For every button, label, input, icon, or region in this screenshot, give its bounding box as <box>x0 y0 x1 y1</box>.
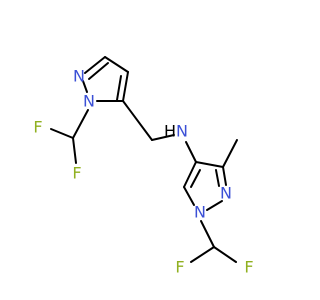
molecule-structure-canvas: N N F F N H N N F F <box>33 56 254 277</box>
atom-f-bottom-left: F <box>175 258 184 277</box>
bond-chf2-f-left-bottom <box>190 246 215 263</box>
atom-f-bottom-right: F <box>244 258 253 277</box>
bond-c3-n2-bottom-double <box>215 169 220 187</box>
bond-c3-n2-bottom <box>222 166 227 186</box>
atom-f-top-right: F <box>72 164 81 183</box>
atom-n-bottom-pyrazole-n1: N <box>194 203 206 222</box>
molecule-diagram: N N F F N H N N F F <box>33 56 254 277</box>
atom-n-top-pyrazole-n2: N <box>73 67 85 86</box>
bond-chf2-f-right-bottom <box>213 246 237 263</box>
bond-ch2-nh <box>151 134 175 141</box>
bond-chf2-f-left-top <box>50 128 74 139</box>
bond-c4-c5-top <box>122 71 129 102</box>
atom-labels: N N F F N H N N F F <box>33 67 253 277</box>
bond-n1-chf2-bottom <box>200 220 215 248</box>
atom-n-top-pyrazole-n1: N <box>83 92 95 111</box>
bond-n1-c5-bottom <box>183 186 195 206</box>
bond-n1-chf2-top <box>72 109 89 139</box>
bond-n2-c3-top-double <box>88 62 109 80</box>
bond-chf2-f-right-top <box>72 137 77 164</box>
bond-c5-c4-bottom <box>183 161 197 188</box>
bond-n1-n2-top <box>82 80 88 93</box>
atom-amine-n: N <box>176 122 188 141</box>
bond-nh-c4-bottom <box>185 141 197 163</box>
bond-group <box>50 56 238 263</box>
atom-amine-h: H <box>164 122 176 141</box>
bond-n2-n1-bottom <box>206 200 223 211</box>
bond-n2-c3-top <box>84 56 106 74</box>
atom-n-bottom-pyrazole-n2: N <box>220 184 232 203</box>
bond-c3-c4-top <box>104 56 129 73</box>
bond-c5-c4-bottom-double <box>190 169 201 188</box>
atom-f-top-left: F <box>33 118 42 137</box>
bond-c4-c3-bottom <box>195 161 224 168</box>
bond-c5-ch2 <box>122 100 153 141</box>
bond-c4-c5-top-double <box>116 75 122 101</box>
bond-c3-methyl <box>222 139 238 168</box>
